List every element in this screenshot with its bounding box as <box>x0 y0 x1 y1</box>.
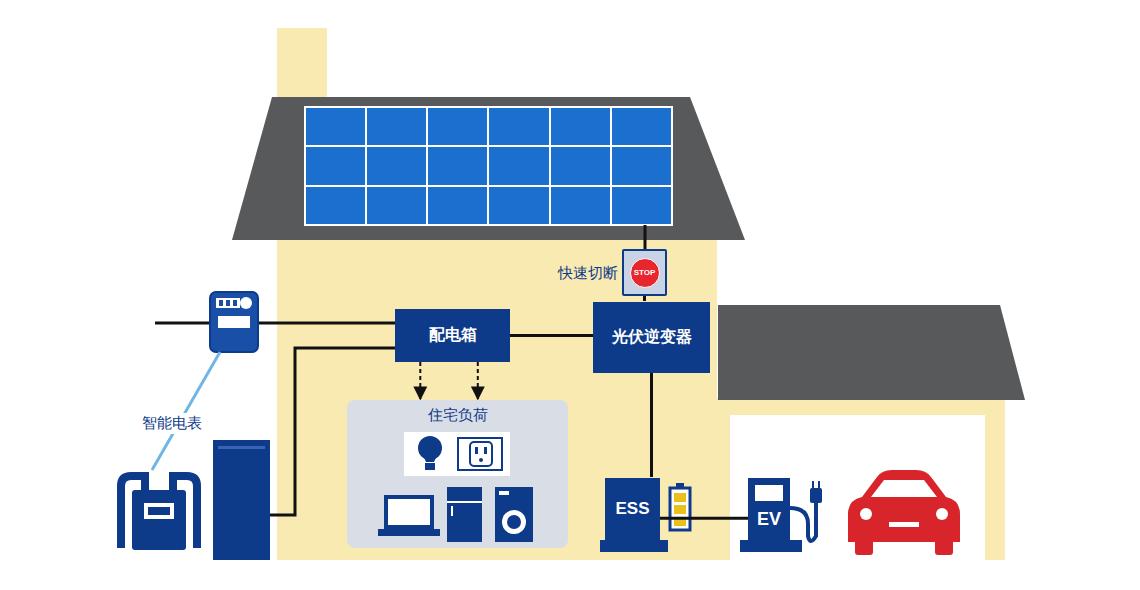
unit-label: EV <box>757 509 781 540</box>
power-wire <box>660 517 748 520</box>
meter-link <box>152 352 220 470</box>
rapid-shutdown-box: 快速切断STOP <box>622 249 667 296</box>
charger-window <box>755 485 783 501</box>
garage-opening <box>730 415 985 560</box>
red-car <box>848 470 960 555</box>
solar-panel <box>305 107 672 225</box>
residential-load-panel: 住宅负荷 <box>347 400 568 548</box>
smart-meter <box>210 292 258 352</box>
gas-meter <box>121 476 197 550</box>
garage-wall <box>715 398 1005 560</box>
callout-label: 快速切断 <box>558 263 618 282</box>
power-wire <box>643 296 646 301</box>
panel-wire <box>644 225 647 249</box>
box-label: 配电箱 <box>429 325 477 346</box>
appliance-cabinet <box>213 440 270 560</box>
ev-charger: EV <box>748 478 790 540</box>
house-roof <box>232 97 745 240</box>
grid-wire <box>155 322 395 325</box>
unit-label: ESS <box>615 499 649 519</box>
box-label: 光伏逆变器 <box>612 327 692 348</box>
meter-label: 智能电表 <box>139 413 205 434</box>
chimney <box>277 28 327 108</box>
garage-roof <box>718 305 1025 400</box>
pv-inverter-box: 光伏逆变器 <box>593 302 710 373</box>
power-wire <box>510 334 593 337</box>
supply-arrow <box>419 362 421 399</box>
power-wire <box>650 373 653 477</box>
distribution-box: 配电箱 <box>395 309 510 362</box>
ess-unit: ESS <box>605 478 660 540</box>
stop-sign: STOP <box>630 258 660 288</box>
house-wall <box>277 238 717 560</box>
supply-arrow <box>477 362 479 399</box>
panel-title: 住宅负荷 <box>428 400 488 425</box>
